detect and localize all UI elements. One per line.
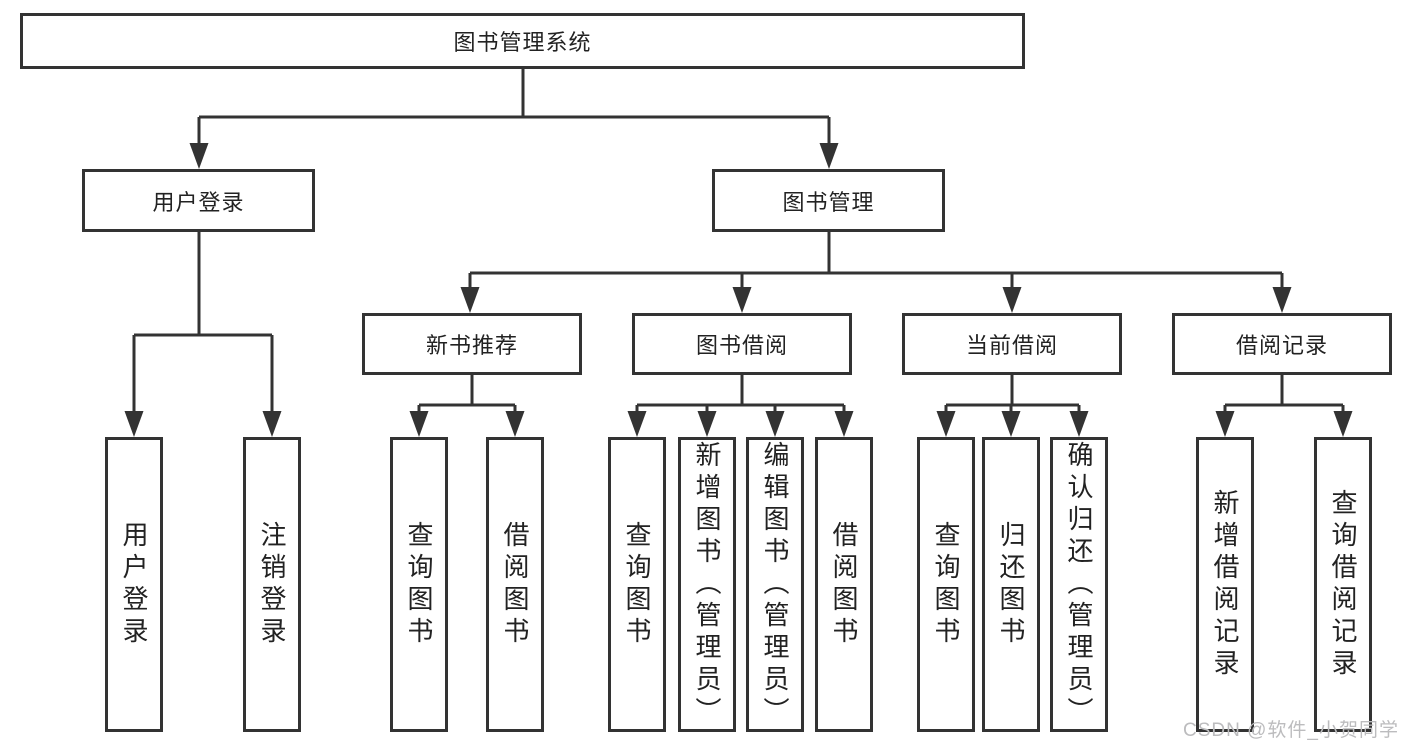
leaf-confirm-return-admin: 确认归还（管理员） (1050, 437, 1108, 732)
leaf-borrow-books-label: 借阅图书 (829, 520, 859, 649)
leaf-add-borrow-record: 新增借阅记录 (1196, 437, 1254, 732)
leaf-add-borrow-record-label: 新增借阅记录 (1210, 488, 1240, 681)
node-borrow-record: 借阅记录 (1172, 313, 1392, 375)
leaf-logout-label: 注销登录 (257, 520, 287, 649)
leaf-query-borrow-record-label: 查询借阅记录 (1328, 488, 1358, 681)
leaf-add-books-admin: 新增图书（管理员） (678, 437, 736, 732)
leaf-query-books-current-label: 查询图书 (931, 520, 961, 649)
csdn-watermark: CSDN @软件_小贺同学 (1183, 720, 1399, 741)
connector-borrow-record-children (1215, 375, 1353, 437)
connector-book-mgmt-to-level3 (460, 232, 1292, 313)
leaf-query-borrow-record: 查询借阅记录 (1314, 437, 1372, 732)
leaf-confirm-return-admin-label: 确认归还（管理员） (1064, 440, 1094, 729)
node-new-book-rec: 新书推荐 (362, 313, 582, 375)
node-borrow-record-label: 借阅记录 (1235, 333, 1328, 358)
leaf-return-books-label: 归还图书 (996, 520, 1026, 649)
leaf-query-books-borrow: 查询图书 (608, 437, 666, 732)
leaf-logout: 注销登录 (243, 437, 301, 732)
leaf-return-books: 归还图书 (982, 437, 1040, 732)
connector-book-borrow-children (627, 375, 854, 437)
leaf-query-books-rec: 查询图书 (390, 437, 448, 732)
node-user-login-label: 用户登录 (152, 189, 245, 215)
node-book-mgmt-label: 图书管理 (782, 189, 875, 215)
leaf-user-login-label: 用户登录 (119, 520, 149, 649)
connector-root-to-level2 (189, 69, 839, 169)
node-book-mgmt: 图书管理 (712, 169, 945, 232)
node-book-borrow-label: 图书借阅 (695, 333, 788, 358)
node-user-login: 用户登录 (82, 169, 315, 232)
connector-current-borrow-children (936, 375, 1089, 437)
leaf-edit-books-admin: 编辑图书（管理员） (746, 437, 804, 732)
node-root: 图书管理系统 (20, 13, 1025, 69)
leaf-user-login: 用户登录 (105, 437, 163, 732)
leaf-query-books-rec-label: 查询图书 (404, 520, 434, 649)
connector-new-book-children (409, 375, 525, 437)
node-current-borrow: 当前借阅 (902, 313, 1122, 375)
leaf-borrow-books-rec-label: 借阅图书 (500, 520, 530, 649)
node-current-borrow-label: 当前借阅 (965, 333, 1058, 358)
node-root-label: 图书管理系统 (453, 30, 592, 55)
leaf-query-books-current: 查询图书 (917, 437, 975, 732)
leaf-add-books-admin-label: 新增图书（管理员） (692, 440, 722, 729)
leaf-borrow-books: 借阅图书 (815, 437, 873, 732)
leaf-query-books-borrow-label: 查询图书 (622, 520, 652, 649)
node-book-borrow: 图书借阅 (632, 313, 852, 375)
node-new-book-rec-label: 新书推荐 (425, 333, 518, 358)
leaf-edit-books-admin-label: 编辑图书（管理员） (760, 440, 790, 729)
leaf-borrow-books-rec: 借阅图书 (486, 437, 544, 732)
connector-user-login-children (124, 232, 282, 437)
